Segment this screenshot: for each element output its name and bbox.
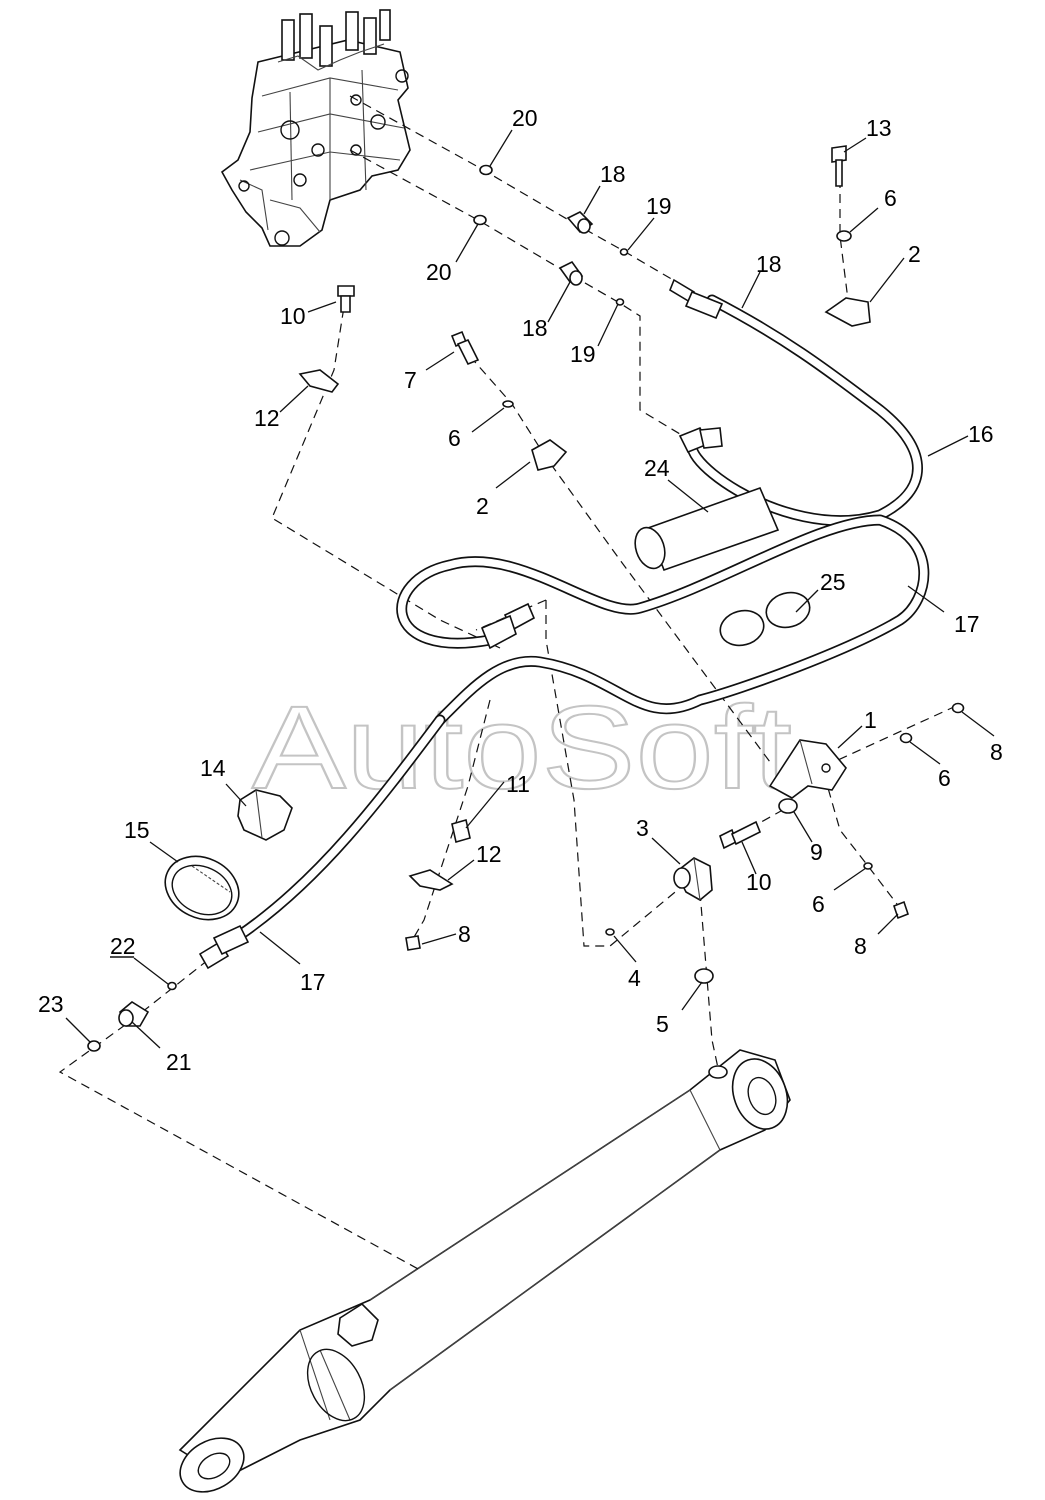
leader-lines xyxy=(65,129,995,1049)
washer-6-top xyxy=(836,230,852,242)
callout-7: 7 xyxy=(404,367,417,393)
bolt-7 xyxy=(450,330,480,366)
o-ring-4 xyxy=(605,928,615,936)
callout-5: 5 xyxy=(656,1011,669,1037)
callout-23: 23 xyxy=(38,991,64,1017)
callout-1: 1 xyxy=(864,707,877,733)
callout-6-lower: 6 xyxy=(812,891,825,917)
control-valve xyxy=(220,9,411,247)
callout-8-lower-left: 8 xyxy=(458,921,471,947)
adapter-21 xyxy=(118,1001,150,1027)
washer-6-right xyxy=(899,732,913,744)
callout-16: 16 xyxy=(968,421,994,447)
callout-17-right: 17 xyxy=(954,611,980,637)
nut-8-lower-left xyxy=(405,935,421,951)
bolt-13 xyxy=(831,145,847,187)
callout-8-top-right: 8 xyxy=(990,739,1003,765)
spacer-11 xyxy=(451,818,471,844)
hose-17-loop xyxy=(396,514,930,726)
callout-17-lower: 17 xyxy=(300,969,326,995)
elbow-fitting-3 xyxy=(673,857,713,901)
callout-18-upper-adapter: 18 xyxy=(600,161,626,187)
adapter-18-lower xyxy=(558,260,584,286)
callout-9: 9 xyxy=(810,839,823,865)
callout-22: 22 xyxy=(110,933,136,959)
o-ring-20-lower xyxy=(473,214,487,226)
lift-cylinder xyxy=(178,1049,791,1493)
callout-21: 21 xyxy=(166,1049,192,1075)
callout-8-lower-right: 8 xyxy=(854,933,867,959)
callout-24: 24 xyxy=(644,455,670,481)
callout-12-lower: 12 xyxy=(476,841,502,867)
hose-16 xyxy=(686,294,923,526)
callout-15: 15 xyxy=(124,817,150,843)
callout-20-upper: 20 xyxy=(512,105,538,131)
callout-19-upper: 19 xyxy=(646,193,672,219)
adapter-18-upper xyxy=(566,211,594,234)
callout-18-hose: 18 xyxy=(756,251,782,277)
clamp-25-left xyxy=(719,609,765,647)
o-ring-19-lower xyxy=(615,298,625,306)
callout-2-middle: 2 xyxy=(476,493,489,519)
callout-20-lower: 20 xyxy=(426,259,452,285)
clamp-25-right xyxy=(765,591,811,629)
callout-6-top: 6 xyxy=(884,185,897,211)
o-ring-23 xyxy=(87,1040,101,1052)
sleeve-24 xyxy=(634,486,780,572)
bolt-10-top xyxy=(337,285,355,313)
callout-3: 3 xyxy=(636,815,649,841)
lock-washer-6 xyxy=(502,400,514,408)
callout-6-right: 6 xyxy=(938,765,951,791)
clip-12-lower xyxy=(408,869,454,891)
clamp-2-top xyxy=(824,297,871,327)
callout-6-middle: 6 xyxy=(448,425,461,451)
callout-12-top: 12 xyxy=(254,405,280,431)
clamp-2-middle xyxy=(531,439,568,471)
hose-fittings xyxy=(198,278,724,970)
clip-12-top xyxy=(298,369,340,393)
callout-10-top: 10 xyxy=(280,303,306,329)
o-ring-20-upper xyxy=(479,164,493,176)
o-ring-19-upper xyxy=(619,248,629,256)
bracket-1 xyxy=(768,739,847,799)
o-ring-22 xyxy=(167,981,177,991)
washer-6-lower xyxy=(863,862,873,870)
callout-4: 4 xyxy=(628,965,641,991)
callout-14: 14 xyxy=(200,755,226,781)
hose-clamp-15 xyxy=(164,855,240,921)
callout-18-lower-adapter: 18 xyxy=(522,315,548,341)
bolt-10-lower xyxy=(719,820,762,850)
hose-guard-14 xyxy=(237,789,293,841)
callout-10-lower: 10 xyxy=(746,869,772,895)
callout-11: 11 xyxy=(506,771,530,797)
callout-13: 13 xyxy=(866,115,892,141)
callout-2-top: 2 xyxy=(908,241,921,267)
hose-17-lower xyxy=(234,714,446,941)
washer-9 xyxy=(778,798,798,814)
callout-labels: 1 2 2 3 4 5 6 6 6 6 7 8 8 8 9 10 10 11 1… xyxy=(38,105,1003,1075)
callout-19-lower: 19 xyxy=(570,341,596,367)
nut-8-top-right xyxy=(951,702,965,714)
callout-25: 25 xyxy=(820,569,846,595)
o-ring-5 xyxy=(694,968,714,984)
